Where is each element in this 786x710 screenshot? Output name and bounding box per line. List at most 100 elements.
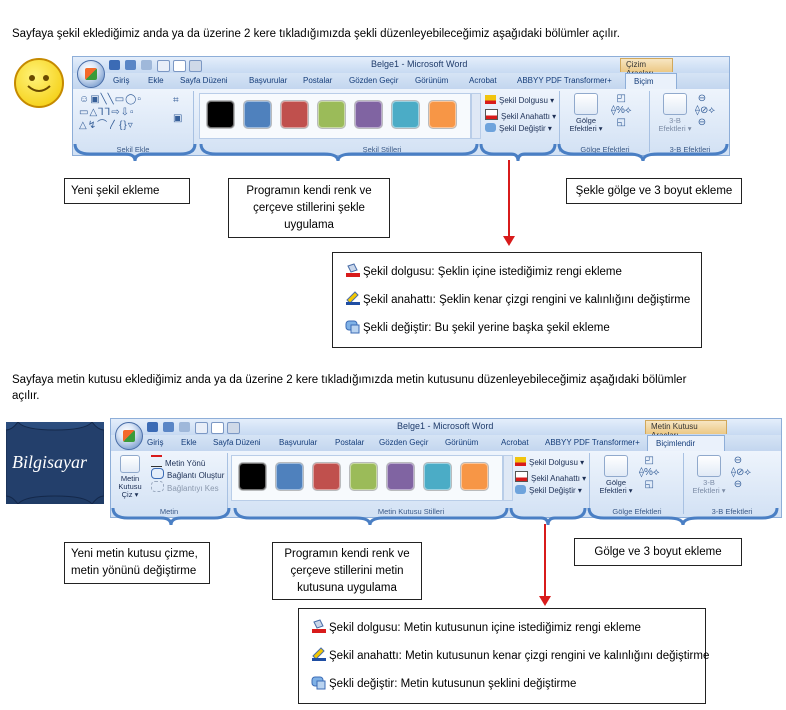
arrow-head: [503, 236, 515, 246]
print-preview-icon[interactable]: [157, 60, 170, 72]
tab-insert[interactable]: Ekle: [181, 438, 197, 447]
edit-shape-icon[interactable]: ⌗: [173, 95, 179, 106]
tab-format-text-box[interactable]: Biçimlendir: [647, 435, 725, 451]
shadow-nudge-icons[interactable]: ◰⟠%⟡ ◱: [639, 455, 660, 490]
bilgisayar-banner: Bilgisayar: [6, 422, 104, 504]
style-swatch-purple[interactable]: [355, 101, 382, 128]
new-document-icon[interactable]: [173, 60, 186, 72]
tab-acrobat[interactable]: Acrobat: [501, 438, 529, 447]
print-icon[interactable]: [189, 60, 202, 72]
create-link-button[interactable]: Bağlantı Oluştur: [151, 468, 224, 480]
style-swatch-blue[interactable]: [244, 101, 271, 128]
style-swatch-red[interactable]: [281, 101, 308, 128]
brace-text: [111, 507, 231, 526]
tab-references[interactable]: Başvurular: [279, 438, 318, 447]
tab-abbyy[interactable]: ABBYY PDF Transformer+: [517, 76, 612, 85]
tab-home[interactable]: Giriş: [147, 438, 164, 447]
detail-row-outline: Şekil anahattı: Metin kutusunun kenar çi…: [311, 647, 709, 665]
tab-abbyy[interactable]: ABBYY PDF Transformer+: [545, 438, 640, 447]
style-swatch-aqua[interactable]: [424, 463, 451, 490]
office-button[interactable]: [77, 60, 105, 88]
redo-icon[interactable]: [179, 422, 190, 432]
callout-new-text-box: Yeni metin kutusu çizme, metin yönünü de…: [64, 542, 210, 584]
shadow-nudge-icons[interactable]: ◰⟠%⟡ ◱: [611, 93, 632, 128]
brace-shape-styles: [199, 143, 479, 162]
save-icon[interactable]: [147, 422, 158, 432]
detail-row-change: Şekli değiştir: Bu şekil yerine başka şe…: [345, 319, 610, 337]
style-swatch-blue[interactable]: [276, 463, 303, 490]
style-swatch-purple[interactable]: [387, 463, 414, 490]
tab-page-layout[interactable]: Sayfa Düzeni: [180, 76, 228, 85]
shapes-gallery[interactable]: ☺▣╲╲▭◯▫▭△⅂⅂⇨⇩▫△↯⌒〳{}▿: [79, 94, 142, 131]
style-swatch-orange[interactable]: [461, 463, 488, 490]
tab-home[interactable]: Giriş: [113, 76, 130, 85]
office-button[interactable]: [115, 422, 143, 450]
brace-effects: [557, 143, 729, 162]
section1-intro: Sayfaya şekil eklediğimiz anda ya da üze…: [12, 28, 620, 40]
tab-view[interactable]: Görünüm: [445, 438, 479, 447]
tab-format[interactable]: Biçim: [625, 73, 677, 89]
three-d-tilt-icons[interactable]: ⊖⟠⊘⟡ ⊖: [695, 93, 715, 128]
new-document-icon[interactable]: [211, 422, 224, 434]
tab-mailings[interactable]: Postalar: [303, 76, 333, 85]
change-shape-button[interactable]: Şekil Değiştir ▾: [485, 123, 552, 133]
brace-text-box-styles: [233, 507, 509, 526]
ribbon-drawing-tools: Belge1 - Microsoft Word Çizim Araçları G…: [72, 56, 730, 156]
detail-row-fill: Şekil dolgusu: Metin kutusunun içine ist…: [311, 619, 641, 637]
group-label-shape-styles: Şekil Stilleri: [362, 145, 402, 154]
tab-acrobat[interactable]: Acrobat: [469, 76, 497, 85]
group-label-3d-effects: 3-B Efektleri: [669, 145, 711, 154]
change-shape-button[interactable]: Şekil Değiştir ▾: [515, 485, 582, 495]
style-swatch-black[interactable]: [207, 101, 234, 128]
text-box-icon[interactable]: ▣: [173, 113, 183, 124]
detail-row-outline: Şekil anahattı: Şeklin kenar çizgi rengi…: [345, 291, 690, 309]
shape-fill-icon: [311, 619, 326, 634]
tab-review[interactable]: Gözden Geçir: [379, 438, 429, 447]
context-tab-text-box-tools: Metin Kutusu Araçları: [645, 420, 727, 440]
tab-mailings[interactable]: Postalar: [335, 438, 365, 447]
shape-fill-button[interactable]: Şekil Dolgusu ▾: [515, 457, 584, 467]
gallery-scroll[interactable]: [471, 93, 481, 139]
print-preview-icon[interactable]: [195, 422, 208, 434]
group-label-shadow-effects: Gölge Efektleri: [612, 507, 662, 516]
shape-fill-button[interactable]: Şekil Dolgusu ▾: [485, 95, 554, 105]
print-icon[interactable]: [227, 422, 240, 434]
tab-references[interactable]: Başvurular: [249, 76, 288, 85]
style-swatch-aqua[interactable]: [392, 101, 419, 128]
redo-icon[interactable]: [141, 60, 152, 70]
shape-outline-icon: [311, 647, 326, 662]
shape-fill-icon: [345, 263, 360, 278]
arrow-head: [539, 596, 551, 606]
style-swatch-green[interactable]: [350, 463, 377, 490]
gallery-scroll[interactable]: [503, 455, 513, 501]
style-swatch-green[interactable]: [318, 101, 345, 128]
callout-shadow-3d: Şekle gölge ve 3 boyut ekleme: [566, 178, 742, 204]
shape-outline-button[interactable]: Şekil Anahattı ▾: [515, 471, 586, 483]
style-swatch-black[interactable]: [239, 463, 266, 490]
callout-text-shadow-3d: Gölge ve 3 boyut ekleme: [574, 538, 742, 566]
break-link-button: Bağlantıyı Kes: [151, 481, 219, 493]
shape-outline-button[interactable]: Şekil Anahattı ▾: [485, 109, 556, 121]
three-d-tilt-icons[interactable]: ⊖⟠⊘⟡ ⊖: [731, 455, 751, 490]
undo-icon[interactable]: [163, 422, 174, 432]
style-swatch-red[interactable]: [313, 463, 340, 490]
tab-review[interactable]: Gözden Geçir: [349, 76, 399, 85]
text-direction-button[interactable]: Metin Yönü: [151, 455, 205, 468]
tab-page-layout[interactable]: Sayfa Düzeni: [213, 438, 261, 447]
smiley-icon: [14, 58, 64, 108]
style-swatch-orange[interactable]: [429, 101, 456, 128]
tab-insert[interactable]: Ekle: [148, 76, 164, 85]
group-label-3d-effects: 3-B Efektleri: [711, 507, 753, 516]
undo-icon[interactable]: [125, 60, 136, 70]
save-icon[interactable]: [109, 60, 120, 70]
change-shape-icon: [311, 675, 326, 690]
arrow-shaft: [508, 160, 510, 238]
group-label-text: Metin: [159, 507, 179, 516]
tab-view[interactable]: Görünüm: [415, 76, 449, 85]
group-label-insert-shapes: Şekil Ekle: [116, 145, 150, 154]
